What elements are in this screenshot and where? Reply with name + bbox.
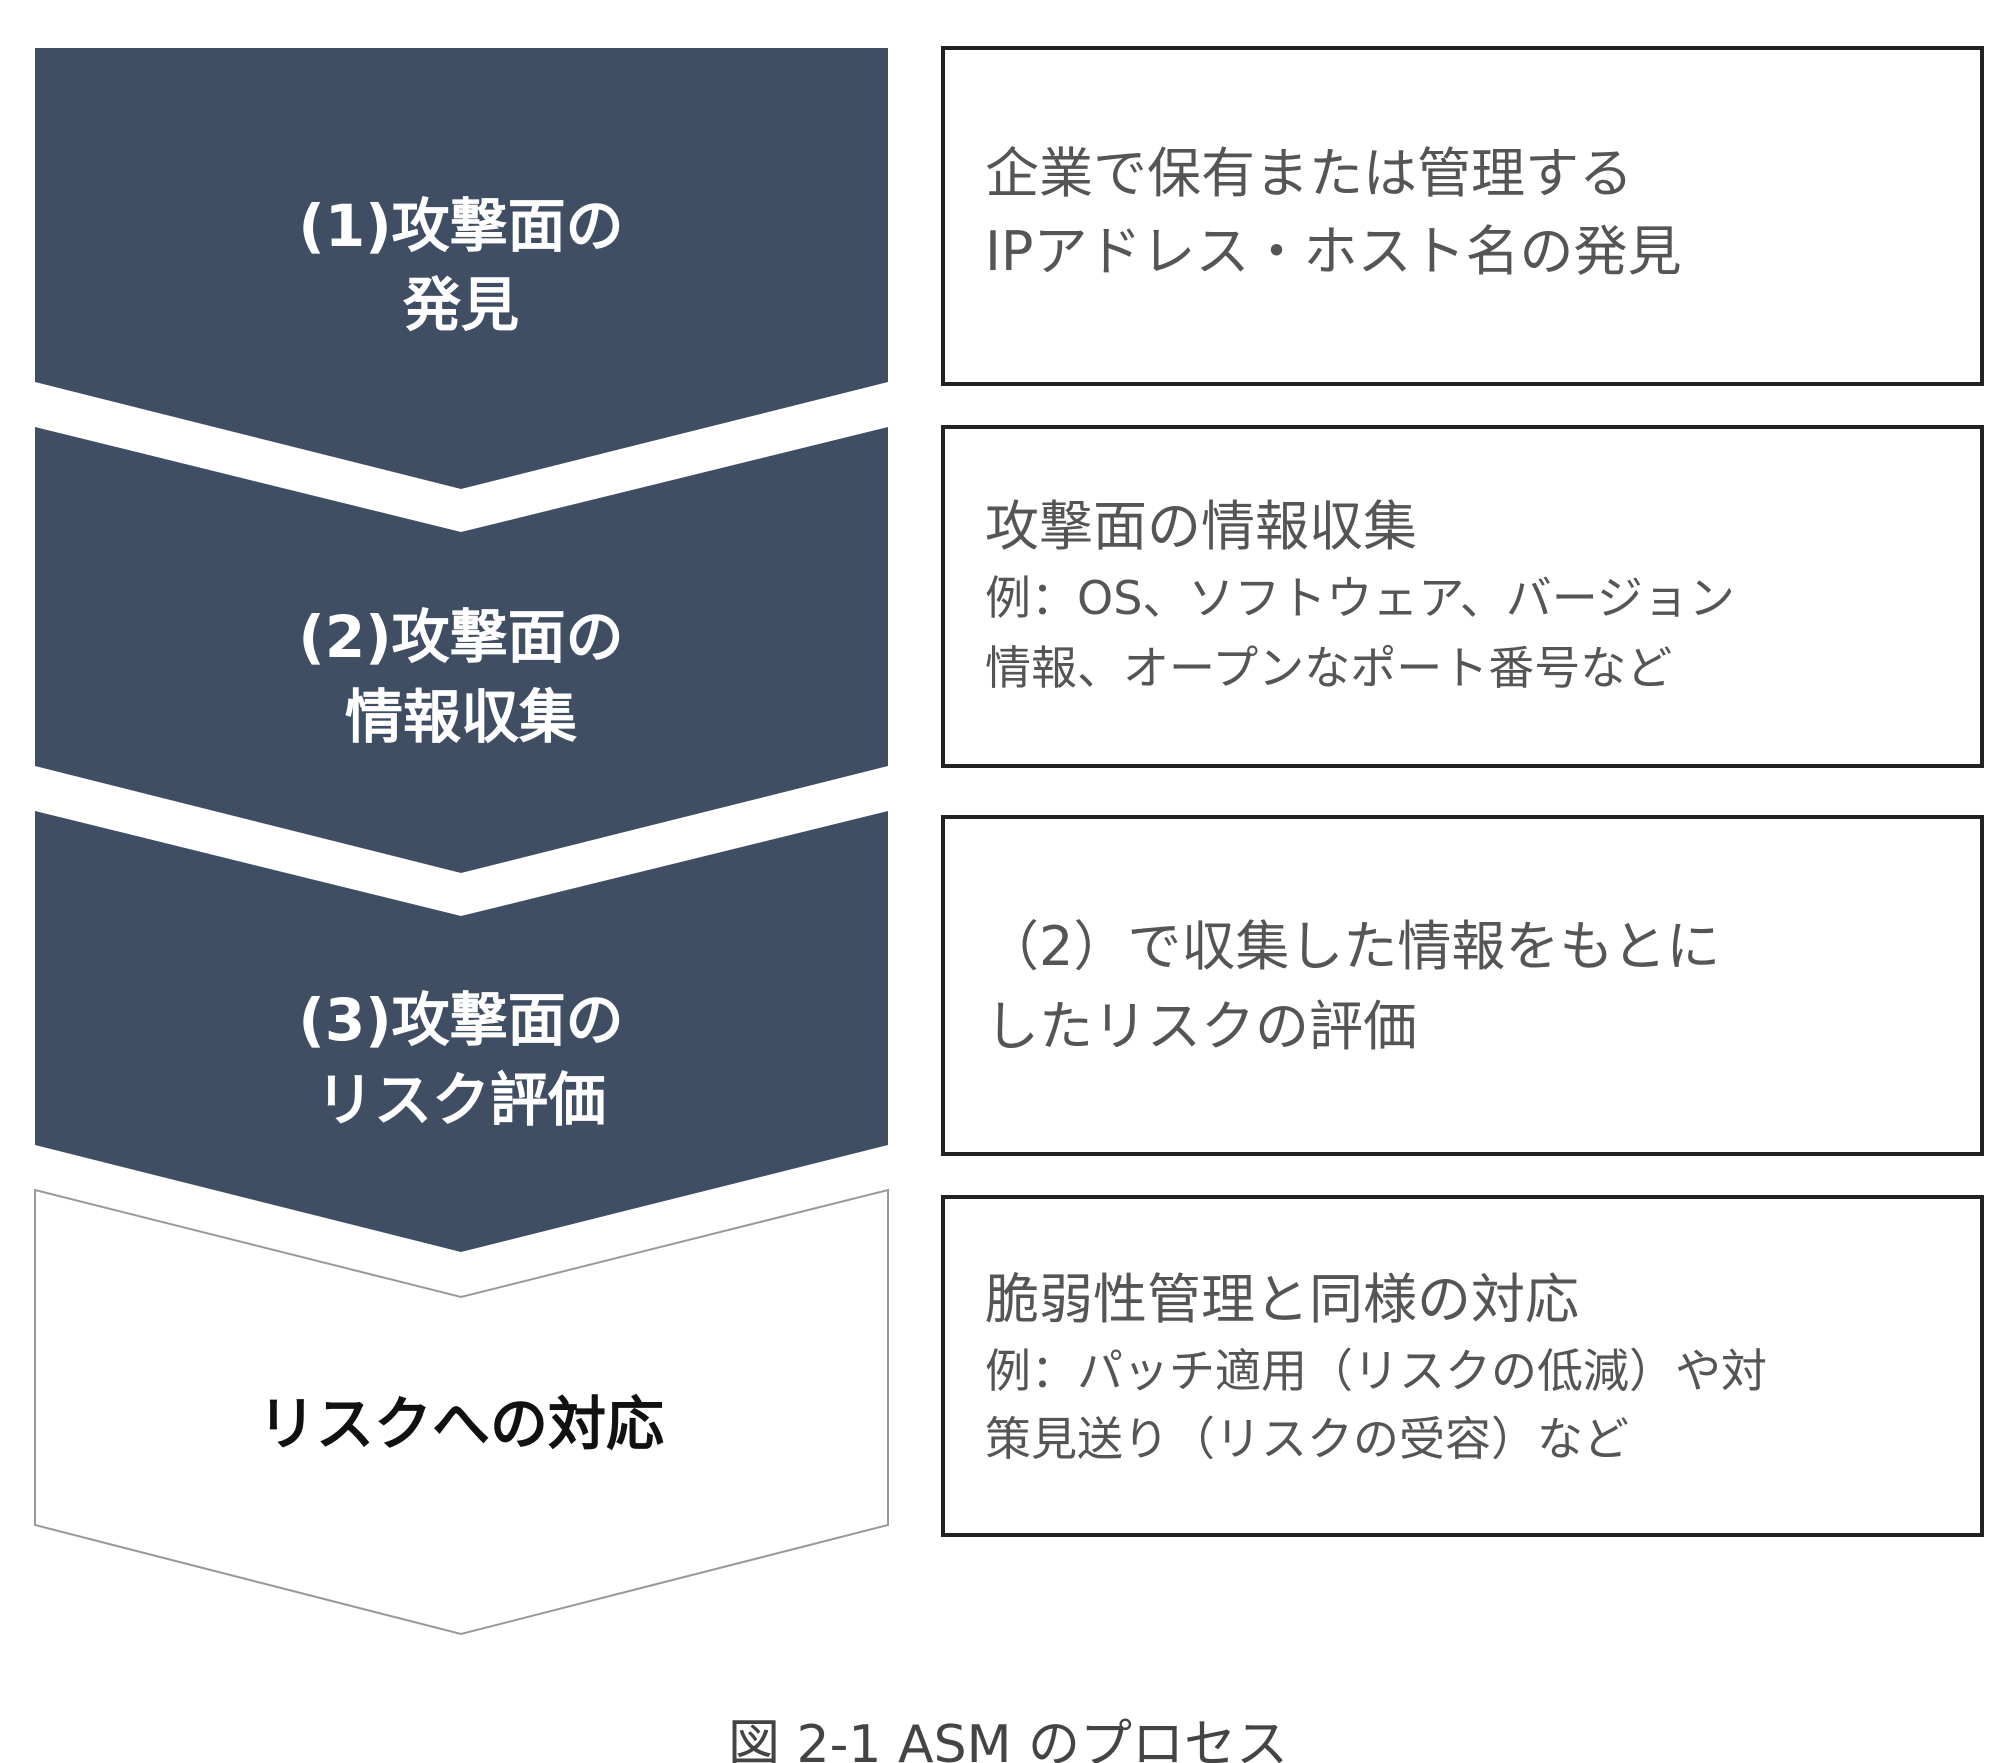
step-3-label-line2: リスク評価 <box>316 1066 606 1134</box>
step-1-desc-line2: IPアドレス・ホスト名の発見 <box>985 220 1682 283</box>
step-3-desc-line1: （2）で収集した情報をもとに <box>985 915 1720 978</box>
step-4-desc-sub2: 策見送り（リスクの受容）など <box>985 1412 1629 1466</box>
step-1-label-line2: 発見 <box>403 271 519 339</box>
step-3-label-line1: (3)攻撃面の <box>298 986 623 1054</box>
step-4-desc-main: 脆弱性管理と同様の対応 <box>985 1268 1579 1331</box>
step-2-label-line1: (2)攻撃面の <box>298 603 623 671</box>
step-1-description-box <box>941 46 1984 386</box>
step-2-description-box <box>941 425 1984 768</box>
step-3-chevron <box>35 811 888 1252</box>
step-2-desc-sub2: 情報、オープンなポート番号など <box>985 641 1672 695</box>
step-2-label-line2: 情報収集 <box>345 683 577 751</box>
step-2-desc-sub1: 例：OS、ソフトウェア、バージョン <box>985 571 1735 625</box>
step-1-chevron <box>35 48 888 489</box>
step-4-label: リスクへの対応 <box>258 1390 664 1458</box>
step-1-desc-line1: 企業で保有または管理する <box>985 142 1633 205</box>
step-2-desc-main: 攻撃面の情報収集 <box>985 495 1417 558</box>
step-3-description-box <box>941 815 1984 1156</box>
step-4-chevron <box>34 1188 889 1636</box>
step-2-chevron <box>35 427 888 873</box>
step-1-label-line1: (1)攻撃面の <box>298 192 623 260</box>
step-4-desc-sub1: 例：パッチ適用（リスクの低減）や対 <box>985 1344 1767 1398</box>
step-4-description-box <box>941 1195 1984 1537</box>
figure-caption: 図 2-1 ASM のプロセス <box>728 1715 1288 1763</box>
step-3-desc-line2: したリスクの評価 <box>985 995 1417 1058</box>
